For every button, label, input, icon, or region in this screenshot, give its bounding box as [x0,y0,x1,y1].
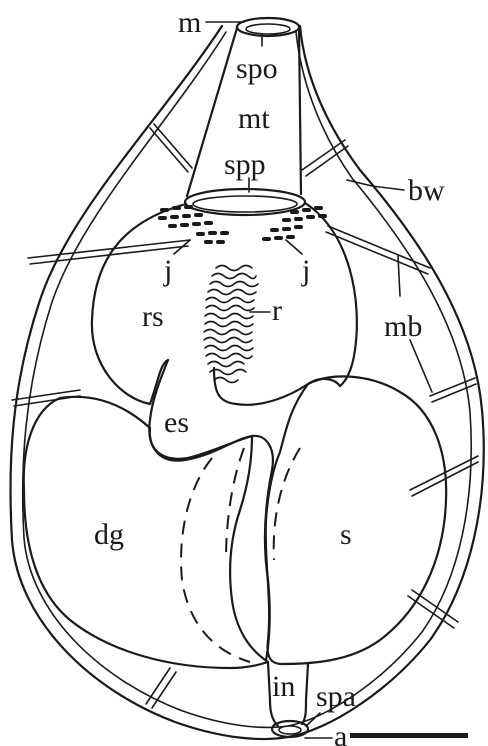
jaws [158,205,327,244]
label-s: s [340,518,352,551]
body-wall-inner [23,32,472,727]
label-es: es [164,406,189,439]
label-a: a [334,720,347,746]
label-j-left: j [163,254,172,287]
internal-tube-left [181,458,250,662]
label-spa: spa [316,680,356,713]
label-dg: dg [94,518,124,551]
stomach-outline [266,376,446,664]
label-bw: bw [408,174,445,207]
ridges [204,266,258,383]
label-spp: spp [224,148,266,181]
esophagus-outline [149,360,340,660]
label-r: r [272,294,282,327]
sphincter-posterior [185,189,305,215]
digestive-gland-outline [24,397,268,668]
scale-bar [350,733,468,738]
anal-sphincter [272,721,308,737]
label-rs: rs [142,300,164,333]
label-in: in [272,670,295,703]
label-m: m [178,6,201,39]
label-spo: spo [236,52,278,85]
leader-lines [174,22,432,738]
label-mt: mt [238,102,270,135]
label-j-right: j [301,254,310,287]
label-mb: mb [384,310,422,343]
internal-tube-right [274,448,300,560]
